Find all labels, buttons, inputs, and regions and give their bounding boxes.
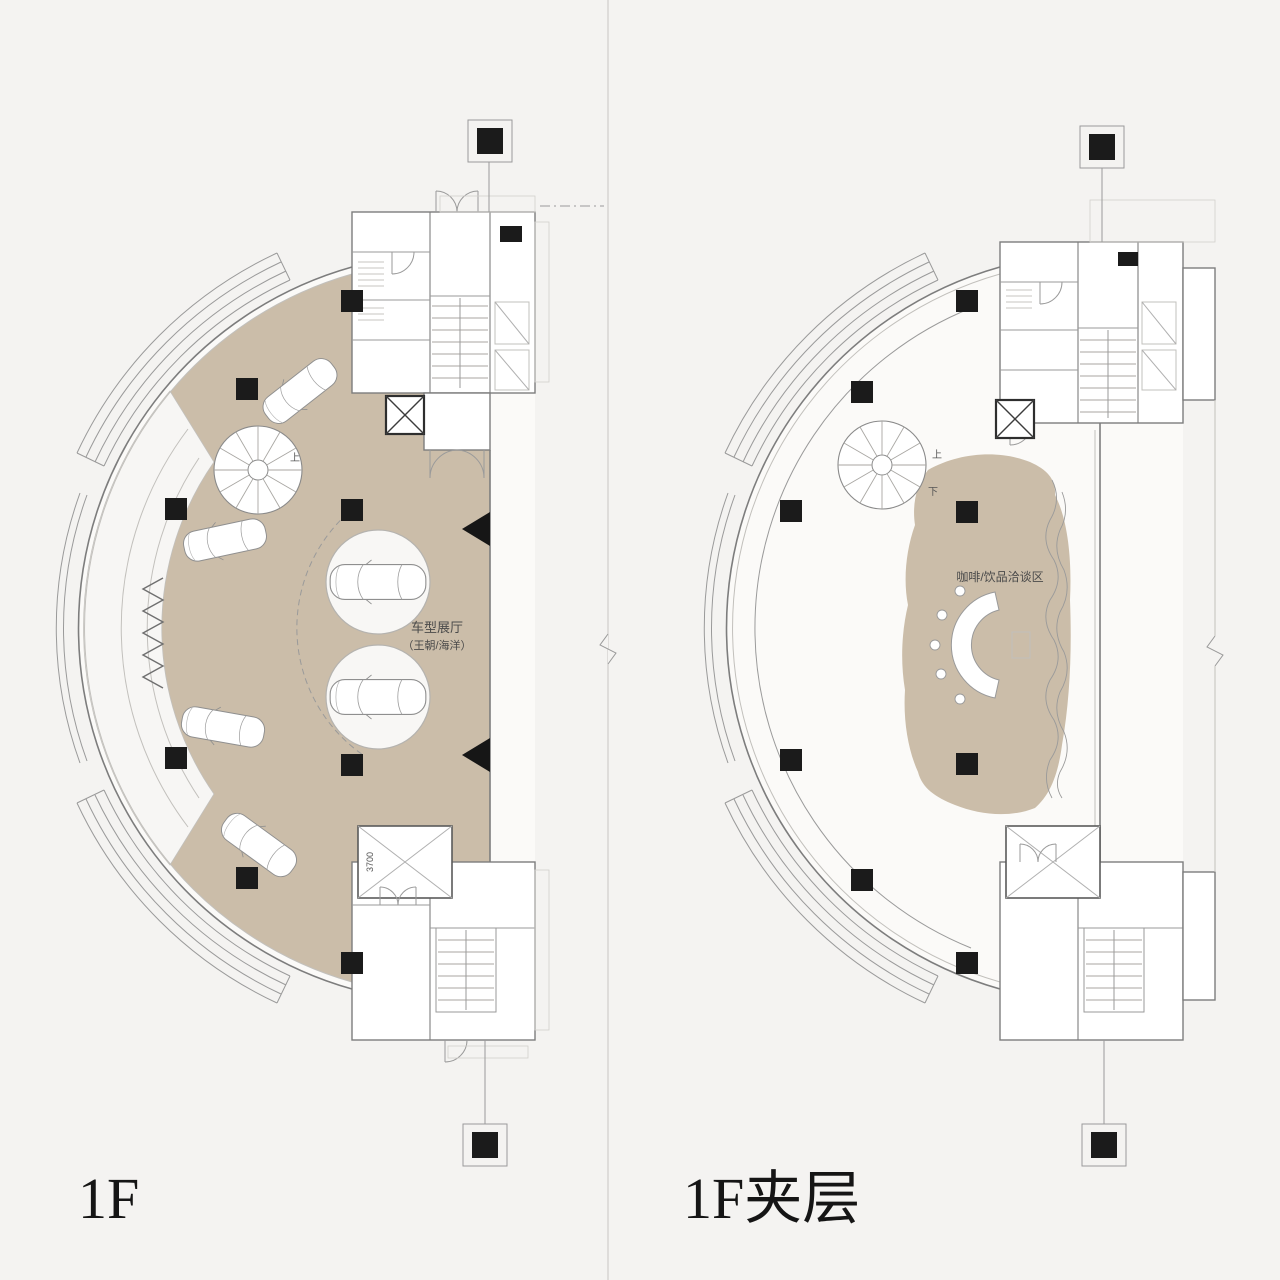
door-arcs <box>391 190 479 275</box>
plan-title-1f: 1F <box>78 1166 139 1231</box>
floor-plan-1f-mezzanine: 上 下 咖啡/饮品洽谈区 1F夹层 <box>683 125 1224 1231</box>
curtainwall-dashed-line <box>296 500 364 756</box>
floor-plan-1f: 3700 <box>55 119 604 1231</box>
lounge-label: 咖啡/饮品洽谈区 <box>956 569 1043 584</box>
annotation-lines <box>1006 289 1032 309</box>
plan-title-1f-mezzanine: 1F夹层 <box>683 1166 860 1231</box>
south-service-core: 3700 <box>351 825 550 1063</box>
south-stair <box>435 927 497 1013</box>
stair-up-label: 上 <box>932 449 942 461</box>
bar-counter <box>929 585 1031 705</box>
louver-chevrons <box>141 577 165 689</box>
spiral-stair <box>213 425 303 515</box>
roof-flag-top <box>467 119 513 212</box>
door-arcs <box>1019 843 1057 863</box>
annotation-lines <box>358 261 384 321</box>
elevator-north <box>994 398 1036 440</box>
elevator-shaft-south: 3700 <box>357 825 453 899</box>
north-stair <box>430 295 490 388</box>
facade-arc-bands <box>703 252 939 1004</box>
divider-break-symbol <box>599 633 617 665</box>
entry-door-wedges <box>462 512 490 772</box>
roof-flag-bottom <box>1081 1040 1127 1167</box>
stair-down-label: 下 <box>928 487 938 498</box>
south-service-core <box>999 825 1216 1041</box>
structural-columns <box>780 290 978 974</box>
elevator-north <box>384 394 426 436</box>
shaft-black <box>500 226 522 242</box>
roof-flag-top <box>1079 125 1125 242</box>
shaft-black <box>1118 252 1138 266</box>
entrance-vestibule <box>423 392 491 479</box>
elevator-dimension-label: 3700 <box>365 852 375 872</box>
showroom-label: 车型展厅 <box>411 620 463 635</box>
door-arcs <box>379 886 468 1063</box>
north-service-core <box>999 199 1216 446</box>
display-turntables <box>325 529 431 750</box>
roof-flag-bottom <box>462 1040 508 1167</box>
structural-columns <box>165 290 363 974</box>
car-topview <box>329 559 427 605</box>
elevator-shaft-south <box>1005 825 1101 899</box>
exterior-walls <box>725 266 1101 990</box>
car-topview <box>329 674 427 720</box>
north-stair <box>1078 327 1138 418</box>
south-stair <box>1083 927 1145 1013</box>
curtain-drapery <box>1045 479 1068 799</box>
north-service-core <box>351 190 550 394</box>
facade-arc-bands <box>55 252 291 1004</box>
lounge-floor <box>902 454 1071 815</box>
east-boundary-wall <box>1206 400 1224 872</box>
stools <box>929 585 966 705</box>
spiral-stair <box>837 420 927 510</box>
showroom-sublabel: （王朝/海洋） <box>402 638 471 652</box>
stair-direction-label: 上 <box>290 452 300 464</box>
